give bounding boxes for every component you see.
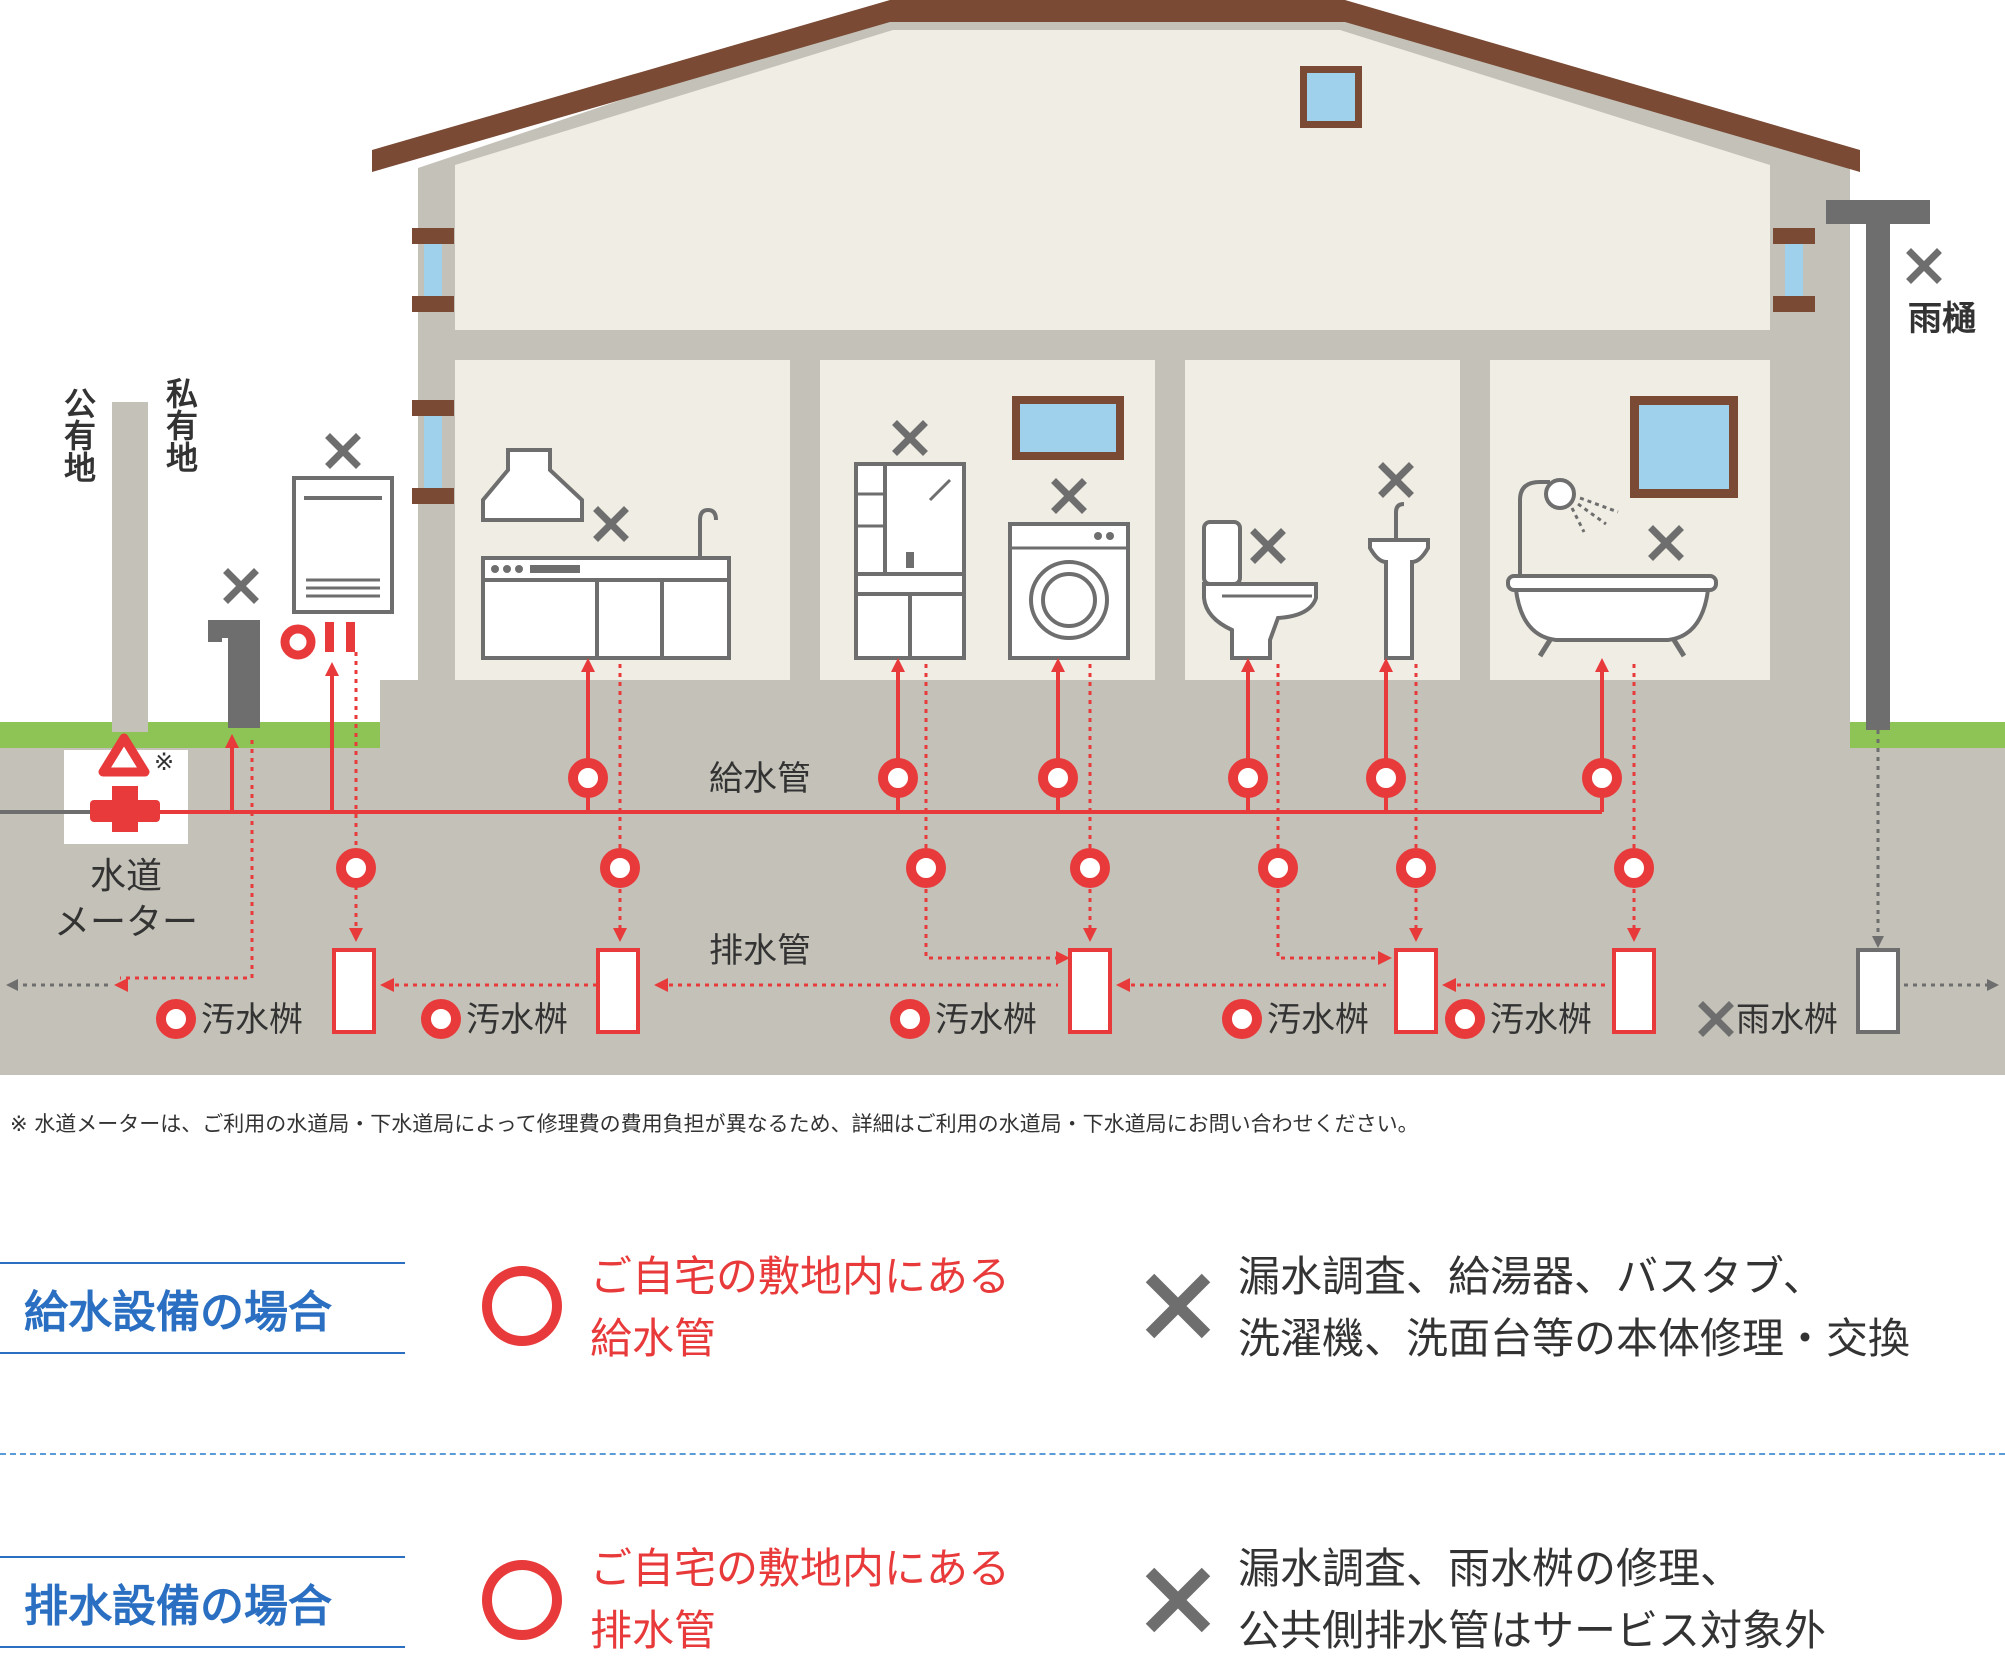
gray-cross-icon xyxy=(1145,1273,1211,1339)
kitchen-icon xyxy=(481,448,731,660)
drain-arrowheads xyxy=(114,928,1641,992)
gray-cross-icon xyxy=(1145,1567,1211,1633)
legend-divider xyxy=(0,1453,2005,1455)
legend-drain-excluded-line2: 公共側排水管はサービス対象外 xyxy=(1238,1606,1827,1655)
circle-icon xyxy=(161,1004,191,1034)
legend-supply-excluded-line2: 洗濯機、洗面台等の本体修理・交換 xyxy=(1238,1314,1911,1363)
circle-icon xyxy=(1371,763,1401,793)
circle-icon xyxy=(605,853,635,883)
circle-icon xyxy=(1587,763,1617,793)
circle-icon xyxy=(426,1004,456,1034)
legend-drain-title: 排水設備の場合 xyxy=(0,1556,405,1648)
private-land-label: 私有地 xyxy=(161,377,199,473)
rain-basin xyxy=(1856,948,1900,1034)
basin-icon xyxy=(1368,502,1430,660)
footnote: ※ 水道メーターは、ご利用の水道局・下水道局によって修理費の費用負担が異なるため… xyxy=(10,1112,1419,1136)
rain-basin-label: 雨水桝 xyxy=(1736,1000,1838,1040)
circle-icon xyxy=(1450,1004,1480,1034)
washing-machine-icon xyxy=(1008,522,1130,660)
outdoor-faucet-icon xyxy=(208,620,260,728)
circle-icon xyxy=(573,763,603,793)
sewage-basin-label: 汚水桝 xyxy=(935,1000,1037,1040)
sewage-basin-label: 汚水桝 xyxy=(201,1000,303,1040)
circle-icon xyxy=(1263,853,1293,883)
sewage-basin-label: 汚水桝 xyxy=(1490,1000,1592,1040)
sewage-basin-label: 汚水桝 xyxy=(466,1000,568,1040)
water-meter-icon xyxy=(90,733,160,832)
water-heater-icon xyxy=(292,476,394,614)
legend-supply-title-text: 給水設備の場合 xyxy=(24,1287,332,1338)
legend-drain-excluded: 漏水調査、雨水桝の修理、 公共側排水管はサービス対象外 xyxy=(1238,1538,1826,1662)
red-circle-icon xyxy=(482,1266,562,1346)
legend-drain-title-text: 排水設備の場合 xyxy=(24,1581,332,1632)
bathtub-icon xyxy=(1506,478,1718,658)
cross-icon xyxy=(330,438,356,464)
legend-supply-covered: ご自宅の敷地内にある 給水管 xyxy=(590,1246,1010,1370)
circle-icon xyxy=(1619,853,1649,883)
circle-icon xyxy=(1233,763,1263,793)
legend-supply-excluded: 漏水調査、給湯器、バスタブ、 洗濯機、洗面台等の本体修理・交換 xyxy=(1238,1246,1910,1370)
public-drain-arrowheads xyxy=(6,936,1999,991)
heater-outlets-icon xyxy=(280,622,355,660)
toilet-icon xyxy=(1202,520,1318,660)
circle-icon xyxy=(883,763,913,793)
legend-drain-covered: ご自宅の敷地内にある 排水管 xyxy=(590,1538,1010,1662)
legend-supply-excluded-line1: 漏水調査、給湯器、バスタブ、 xyxy=(1238,1252,1825,1301)
legend-supply-title: 給水設備の場合 xyxy=(0,1262,405,1354)
rain-gutter xyxy=(1826,200,1930,730)
water-meter-label-1: 水道 xyxy=(90,856,162,897)
public-drain xyxy=(14,730,1992,987)
circle-icon xyxy=(1075,853,1105,883)
public-land-label: 公有地 xyxy=(59,387,97,483)
sewage-basin-label: 汚水桝 xyxy=(1267,1000,1369,1040)
supply-pipe-label: 給水管 xyxy=(709,759,811,799)
cross-icon xyxy=(1911,253,1937,279)
circle-icon xyxy=(1043,763,1073,793)
circle-icon xyxy=(341,853,371,883)
legend-supply-covered-line1: ご自宅の敷地内にある xyxy=(590,1252,1011,1301)
drain-pipe-label: 排水管 xyxy=(709,931,811,971)
legend-drain-excluded-line1: 漏水調査、雨水桝の修理、 xyxy=(1238,1544,1743,1593)
rain-gutter-label: 雨樋 xyxy=(1908,299,1976,339)
circle-icon xyxy=(895,1004,925,1034)
legend-supply-covered-line2: 給水管 xyxy=(590,1314,717,1363)
boundary-post xyxy=(112,402,148,732)
circle-icon xyxy=(911,853,941,883)
vanity-icon xyxy=(854,462,966,660)
red-circle-icon xyxy=(482,1560,562,1640)
legend-drain-covered-line2: 排水管 xyxy=(590,1606,717,1655)
water-meter-label-2: メーター xyxy=(54,902,198,943)
circle-icon xyxy=(1401,853,1431,883)
grass-left xyxy=(0,722,380,748)
sewage-basins xyxy=(332,948,1656,1034)
supply-arrowheads xyxy=(225,658,1609,748)
cross-icon xyxy=(228,573,254,599)
meter-asterisk: ※ xyxy=(154,748,174,776)
legend-drain-covered-line1: ご自宅の敷地内にある xyxy=(590,1544,1011,1593)
circle-icon xyxy=(1227,1004,1257,1034)
